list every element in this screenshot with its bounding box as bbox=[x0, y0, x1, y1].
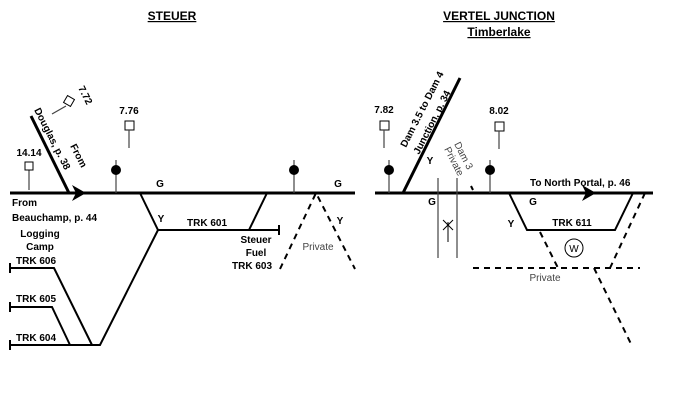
switch-letter: G bbox=[428, 197, 436, 208]
track-label: TRK 604 bbox=[16, 333, 56, 344]
switch-letter: G bbox=[156, 179, 164, 190]
milepost-label: 8.02 bbox=[489, 106, 509, 117]
private-track bbox=[609, 192, 646, 269]
from-label: Beauchamp, p. 44 bbox=[12, 213, 97, 224]
water-tower-icon bbox=[564, 238, 584, 258]
milepost-label: 7.72 bbox=[75, 84, 94, 107]
private-track bbox=[593, 267, 633, 347]
milepost-marker-icon bbox=[24, 161, 34, 171]
private-label: Private bbox=[529, 273, 561, 284]
switch-letter: Y bbox=[508, 219, 515, 230]
logging-camp-label: Camp bbox=[26, 242, 54, 253]
water-symbol: W bbox=[569, 244, 579, 255]
track-611 bbox=[508, 192, 634, 231]
vertel-title: VERTEL JUNCTION bbox=[443, 9, 555, 23]
milepost-marker-icon bbox=[62, 94, 76, 108]
signal-icon bbox=[111, 165, 121, 175]
steuer-fuel-label: Fuel bbox=[246, 248, 267, 259]
crossing-sign-icon bbox=[442, 219, 454, 242]
signal-icon bbox=[485, 165, 495, 175]
vertel-junction-diagram: VERTEL JUNCTION Timberlake Dam 3.5 to Da… bbox=[374, 9, 653, 347]
track-label: TRK 611 bbox=[552, 218, 592, 229]
to-north-portal-label: To North Portal, p. 46 bbox=[530, 178, 631, 189]
switch-letter: Y bbox=[427, 156, 434, 167]
private-track bbox=[539, 231, 559, 269]
track-605 bbox=[10, 306, 71, 346]
logging-camp-label: Logging bbox=[20, 229, 59, 240]
milepost-label: 14.14 bbox=[16, 148, 41, 159]
milepost-marker-icon bbox=[379, 120, 390, 131]
milepost-marker-icon bbox=[124, 120, 135, 131]
vertel-subtitle: Timberlake bbox=[467, 25, 530, 39]
track-604 bbox=[10, 229, 159, 346]
from-label: From bbox=[12, 198, 37, 209]
switch-letter: G bbox=[529, 197, 537, 208]
branch-label-douglas: Douglas, p. 38 bbox=[31, 106, 72, 172]
milepost-label: 7.82 bbox=[374, 105, 394, 116]
switch-letter: G bbox=[334, 179, 342, 190]
track-label: TRK 603 bbox=[232, 261, 272, 272]
milepost-marker-icon bbox=[494, 121, 505, 132]
direction-arrow-icon bbox=[582, 185, 596, 201]
dam-branch bbox=[401, 77, 462, 194]
track-label: TRK 606 bbox=[16, 256, 56, 267]
milepost-label: 7.76 bbox=[119, 106, 139, 117]
track-606 bbox=[10, 267, 93, 346]
steuer-fuel-label: Steuer bbox=[240, 235, 271, 246]
switch-letter: Y bbox=[158, 214, 165, 225]
douglas-branch bbox=[29, 115, 71, 194]
steuer-diagram: STEUER Douglas, p. 38 From 14.14 7.72 7.… bbox=[9, 9, 356, 350]
private-wye bbox=[279, 190, 356, 270]
track-label: TRK 605 bbox=[16, 294, 56, 305]
direction-arrow-icon bbox=[72, 185, 86, 201]
private-label: Private bbox=[302, 242, 334, 253]
signal-icon bbox=[384, 165, 394, 175]
switch-letter: Y bbox=[337, 216, 344, 227]
steuer-title: STEUER bbox=[148, 9, 197, 23]
track-label: TRK 601 bbox=[187, 218, 227, 229]
signal-icon bbox=[289, 165, 299, 175]
